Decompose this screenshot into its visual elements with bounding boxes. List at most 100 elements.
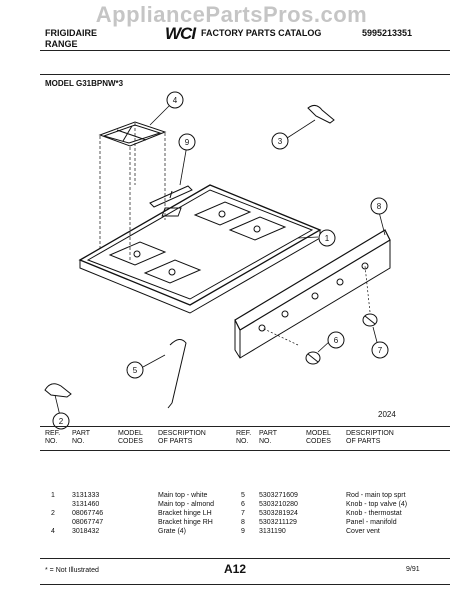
figure-code: 2024 xyxy=(378,410,396,419)
header-rule-bottom xyxy=(40,74,450,75)
left-row-2-desc: Main top - almond xyxy=(158,501,215,508)
left-header-desc: DESCRIPTION OF PARTS xyxy=(158,430,206,446)
grate-part xyxy=(98,121,167,147)
support-rod-part xyxy=(169,339,187,404)
right-row-4-part: 5303211129 xyxy=(259,519,297,526)
diagram-svg: 4 9 3 1 8 5 6 7 2 xyxy=(44,91,391,430)
callout-9: 9 xyxy=(185,138,190,147)
callout-3: 3 xyxy=(278,137,283,146)
left-header-model: MODEL CODES xyxy=(118,430,143,446)
left-row-5-desc: Grate (4) xyxy=(158,528,187,535)
right-row-5-desc: Cover vent xyxy=(346,528,380,535)
not-illustrated-note: * = Not Illustrated xyxy=(45,567,99,574)
left-row-1-ref: 1 xyxy=(51,492,55,499)
callout-3-circle xyxy=(271,132,289,150)
left-header-part-line2: NO. xyxy=(72,438,85,445)
right-row-5-ref: 9 xyxy=(241,528,245,535)
right-row-3-desc: Knob - thermostat xyxy=(346,510,402,517)
model-label: MODEL G31BPNW*3 xyxy=(45,79,124,88)
right-row-2-desc: Knob - top valve (4) xyxy=(346,501,408,508)
revision-date: 9/91 xyxy=(406,566,420,573)
callout-6: 6 xyxy=(334,336,339,345)
right-header-ref-line1: REF. xyxy=(236,430,252,437)
callout-2: 2 xyxy=(59,417,64,426)
left-header-part-line1: PART xyxy=(72,430,91,437)
right-header-desc-line2: OF PARTS xyxy=(346,438,381,445)
table-rule-top xyxy=(40,426,450,427)
callout-group xyxy=(52,91,389,430)
right-header-ref-line2: NO. xyxy=(236,438,249,445)
header-rule-top xyxy=(40,50,450,51)
right-header-desc-line1: DESCRIPTION xyxy=(346,430,394,437)
hinge-bracket-lh xyxy=(44,383,72,398)
main-top-inner xyxy=(86,189,314,300)
right-row-1-desc: Rod - main top sprt xyxy=(346,492,406,499)
callout-2-circle xyxy=(52,412,70,430)
right-header-model-line2: CODES xyxy=(306,438,331,445)
burner-well-rear-right xyxy=(228,216,287,241)
right-row-5-part: 3131190 xyxy=(259,528,286,535)
left-header-ref-line1: REF. xyxy=(45,430,61,437)
callout-8: 8 xyxy=(377,202,382,211)
right-header-part-line1: PART xyxy=(259,430,278,437)
callout-7: 7 xyxy=(378,346,383,355)
table-rule-header xyxy=(40,450,450,451)
right-row-4-ref: 8 xyxy=(241,519,245,526)
left-row-5-part: 3018432 xyxy=(72,528,100,535)
footer-rule xyxy=(40,558,450,559)
page-rule-bottom xyxy=(40,584,450,585)
right-header-part: PART NO. xyxy=(259,430,277,446)
right-header-ref: REF. NO. xyxy=(236,430,251,446)
left-header-ref-line2: NO. xyxy=(45,438,58,445)
left-header-desc-line1: DESCRIPTION xyxy=(158,430,206,437)
catalog-title: FACTORY PARTS CATALOG xyxy=(197,28,321,38)
right-row-2-ref: 6 xyxy=(241,501,245,508)
callout-1-circle xyxy=(318,229,336,247)
burner-well-front-left xyxy=(108,241,167,266)
left-row-4-part: 08067747 xyxy=(72,519,104,526)
right-row-1-part: 5303271609 xyxy=(259,492,298,499)
right-row-2-part: 5303210280 xyxy=(259,501,298,508)
burner-well-front-right xyxy=(143,259,202,284)
right-header-model: MODEL CODES xyxy=(306,430,331,446)
callout-4-circle xyxy=(166,91,184,109)
brand-name: FRIGIDAIRE xyxy=(45,28,98,38)
left-row-1-part: 3131333 xyxy=(72,492,100,499)
right-row-4-desc: Panel - manifold xyxy=(346,519,397,526)
callout-7-circle xyxy=(371,341,389,359)
catalog-number: 5995213351 xyxy=(362,28,413,38)
left-header-model-line2: CODES xyxy=(118,438,143,445)
left-row-3-ref: 2 xyxy=(51,510,55,517)
thermostat-knob xyxy=(362,313,378,327)
callout-labels: 4 9 3 1 8 5 6 7 2 xyxy=(59,96,383,426)
watermark: AppliancePartsPros.com xyxy=(95,2,368,27)
brand-block: FRIGIDAIRE RANGE xyxy=(45,28,97,50)
left-row-1-desc: Main top - white xyxy=(158,492,208,499)
left-header-part: PART NO. xyxy=(72,430,90,446)
wci-logo: WCI xyxy=(165,24,196,43)
page-number: A12 xyxy=(224,562,247,576)
right-header-model-line1: MODEL xyxy=(306,430,331,437)
main-top-part xyxy=(78,184,322,306)
cover-vent-part xyxy=(149,185,193,208)
exploded-diagram: 4 9 3 1 8 5 6 7 2 xyxy=(40,90,450,430)
catalog-title-text: FACTORY PARTS CATALOG xyxy=(201,28,322,38)
callout-8-circle xyxy=(370,197,388,215)
callout-4: 4 xyxy=(173,96,178,105)
burner-well-rear-left xyxy=(193,201,252,226)
right-row-1-ref: 5 xyxy=(241,492,245,499)
right-header-desc: DESCRIPTION OF PARTS xyxy=(346,430,394,446)
right-row-3-part: 5303281924 xyxy=(259,510,298,517)
left-row-5-ref: 4 xyxy=(51,528,55,535)
left-row-3-desc: Bracket hinge LH xyxy=(158,510,212,517)
callout-6-circle xyxy=(327,331,345,349)
left-row-3-part: 08067746 xyxy=(72,510,104,517)
callout-1: 1 xyxy=(325,234,330,243)
callout-9-circle xyxy=(178,133,196,151)
left-header-ref: REF. NO. xyxy=(45,430,60,446)
product-type: RANGE xyxy=(45,39,78,49)
top-valve-knob xyxy=(305,351,321,365)
hinge-bracket-rh xyxy=(307,104,335,124)
callout-5: 5 xyxy=(133,366,138,375)
